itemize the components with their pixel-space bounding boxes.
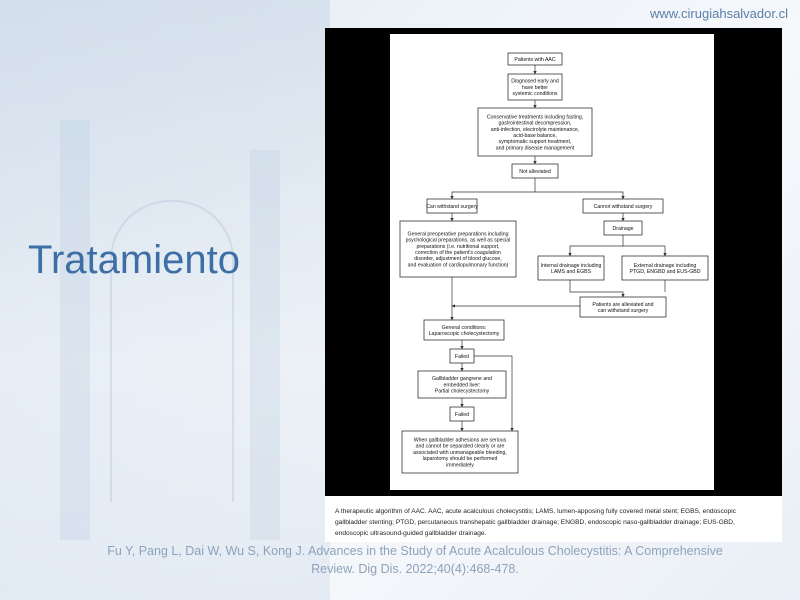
flowchart-node-box xyxy=(423,319,505,341)
flowchart-node-box xyxy=(603,220,643,236)
flowchart-node-box xyxy=(426,198,478,214)
flow-arrow xyxy=(569,280,625,298)
flow-arrow xyxy=(450,178,536,200)
flowchart-node-text: and evaluation of cardiopulmonary functi… xyxy=(408,262,509,268)
caption-line: gallbladder stenting; PTGD, percutaneous… xyxy=(335,519,735,526)
flowchart-node-text: Patients with AAC xyxy=(514,57,555,63)
flowchart-node-text: Can withstand surgery xyxy=(426,204,478,210)
flowchart-node-text: preparations (i.e. nutritional support, xyxy=(416,244,499,250)
flowchart-node-box xyxy=(582,198,664,214)
flowchart-node-text: Not alleviated xyxy=(519,169,551,175)
caption-line: endoscopic ultrasound-guided gallbladder… xyxy=(335,530,487,537)
flow-arrow xyxy=(568,235,624,257)
citation: Fu Y, Pang L, Dai W, Wu S, Kong J. Advan… xyxy=(40,542,790,578)
flowchart-node-text: have better xyxy=(522,85,548,91)
flowchart-node-text: Gallbladder gangrene and xyxy=(432,376,492,382)
flowchart-node-text: Conservative treatments including fastin… xyxy=(487,114,583,120)
flowchart-node-box xyxy=(621,255,709,281)
flowchart-node-cannot: Cannot withstand surgery xyxy=(582,198,664,214)
flowchart-node-text: psychological preparations, as well as s… xyxy=(406,238,511,244)
flowchart-node-text: External drainage including xyxy=(634,263,697,269)
background-column-decoration xyxy=(60,120,90,540)
citation-line: Fu Y, Pang L, Dai W, Wu S, Kong J. Advan… xyxy=(107,544,723,558)
flowchart-node-box xyxy=(511,163,559,179)
flowchart-node-box xyxy=(399,220,517,278)
flowchart-node-text: General preoperative preparations includ… xyxy=(408,231,509,237)
flowchart-node-text: Partial cholecystectomy xyxy=(435,389,490,395)
caption-line: A therapeutic algorithm of AAC. AAC, acu… xyxy=(335,508,736,515)
flowchart-node-text: Patients are alleviated and xyxy=(592,302,653,308)
flowchart-node-box xyxy=(449,406,475,422)
flowchart-node-text: Diagnosed early and xyxy=(511,79,559,85)
flowchart-node-text: and primary disease management xyxy=(496,145,575,151)
flowchart-node-text: disorder, adjustment of blood glucose, xyxy=(414,256,501,262)
flowchart-node-text: Laparoscopic cholecystectomy xyxy=(429,331,500,337)
background-arch-decoration xyxy=(110,200,234,502)
background-column-decoration xyxy=(250,150,280,540)
flowchart-node-text: systemic conditions xyxy=(513,91,558,97)
flowchart-node-text: embedded liver: xyxy=(444,382,481,388)
flowchart-node-genc: General conditions:Laparoscopic cholecys… xyxy=(423,319,505,341)
flowchart-node-box xyxy=(449,348,475,364)
flowchart-node-text: associated with unmanageable bleeding, xyxy=(413,450,507,456)
flowchart-node-text: immediately xyxy=(446,462,474,468)
flowchart-node-text: can withstand surgery xyxy=(598,308,649,314)
flowchart-node-box xyxy=(507,73,563,101)
flowchart-node-text: Failed xyxy=(455,354,469,360)
flowchart-node-text: Drainage xyxy=(612,226,633,232)
citation-line: Review. Dig Dis. 2022;40(4):468-478. xyxy=(311,562,519,576)
figure-caption: A therapeutic algorithm of AAC. AAC, acu… xyxy=(325,496,782,542)
flowchart-node-text: Failed xyxy=(455,412,469,418)
flowchart-node-text: gastrointestinal decompression, xyxy=(499,121,572,127)
flowchart-node-text: When gallbladder adhesions are serious xyxy=(414,438,507,444)
site-url: www.cirugiahsalvador.cl xyxy=(649,6,788,21)
flowchart-node-box xyxy=(401,430,519,474)
flowchart-node-box xyxy=(579,296,667,318)
flowchart-node-text: laparotomy should be performed xyxy=(423,456,498,462)
flowchart-node-text: Cannot withstand surgery xyxy=(594,204,653,210)
flowchart-node-notall: Not alleviated xyxy=(511,163,559,179)
flowchart-node-text: anti-infection, electrolyte maintenance, xyxy=(491,127,580,133)
flow-arrow xyxy=(535,191,625,200)
flowchart-node-text: LAMS and EGBS xyxy=(551,269,592,275)
flowchart-node-text: correction of the patient's coagulation xyxy=(415,250,501,256)
flowchart-node-cons: Conservative treatments including fastin… xyxy=(477,107,593,157)
flowchart-node-box xyxy=(477,107,593,157)
flowchart-node-box xyxy=(537,255,605,281)
flow-arrow xyxy=(472,355,514,432)
flowchart-node-box xyxy=(417,370,507,399)
flowchart-node-fail1: Failed xyxy=(449,348,475,364)
flowchart-node-text: PTGD, ENGBD and EUS-GBD xyxy=(630,269,701,275)
flowchart-node-adh: When gallbladder adhesions are seriousan… xyxy=(401,430,519,474)
flowchart: Patients with AAC Diagnosed early andhave… xyxy=(399,52,709,474)
flowchart-node-gen: General preoperative preparations includ… xyxy=(399,220,517,278)
flowchart-node-text: and cannot be separated clearly or are xyxy=(416,444,505,450)
flowchart-node-text: symptomatic support treatment, xyxy=(499,139,572,145)
flow-arrow xyxy=(623,245,667,257)
slide-title: Tratamiento xyxy=(28,238,240,282)
flowchart-node-fail2: Failed xyxy=(449,406,475,422)
flowchart-node-aac: Patients with AAC xyxy=(507,52,563,66)
flowchart-node-drain: Drainage xyxy=(603,220,643,236)
flowchart-node-text: Internal drainage including xyxy=(541,263,602,269)
flowchart-node-box xyxy=(507,52,563,66)
flowchart-node-text: acid-base balance, xyxy=(513,133,557,139)
flowchart-node-can: Can withstand surgery xyxy=(426,198,478,214)
flowchart-node-text: General conditions: xyxy=(442,325,487,331)
